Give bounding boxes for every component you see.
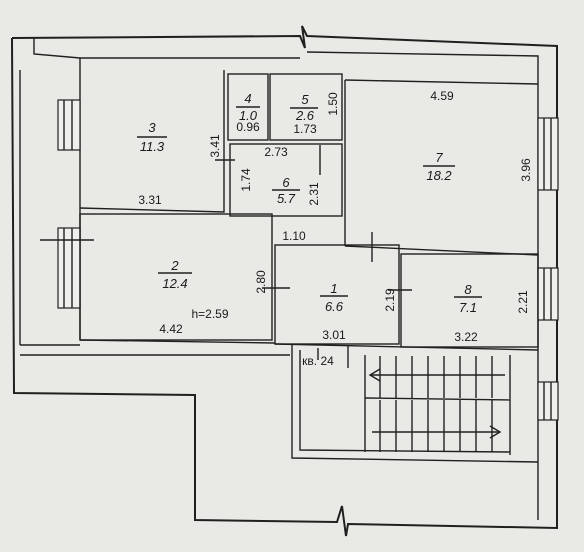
- dim-3-01: 3.01: [322, 328, 346, 342]
- dim-3-31: 3.31: [138, 193, 162, 207]
- room-1-area: 6.6: [325, 299, 344, 314]
- dim-3-41: 3.41: [208, 134, 222, 158]
- dim-2-21: 2.21: [516, 290, 530, 314]
- dim-4-42: 4.42: [159, 322, 183, 336]
- room-7-area: 18.2: [426, 168, 452, 183]
- interior-walls: [40, 70, 539, 463]
- ceiling-height: h=2.59: [191, 307, 228, 321]
- outer-walls: [11, 25, 558, 537]
- room-fraction-lines: [137, 106, 482, 298]
- room-1-number: 1: [330, 281, 337, 296]
- stair-arrow-up: [368, 368, 505, 382]
- room-7-number: 7: [435, 150, 443, 165]
- dim-1-74: 1.74: [239, 168, 253, 192]
- room-4-area: 1.0: [239, 108, 258, 123]
- dim-0-96: 0.96: [236, 120, 260, 134]
- dim-2-73: 2.73: [264, 145, 288, 159]
- dim-2-19: 2.19: [383, 288, 397, 312]
- dim-1-73: 1.73: [293, 122, 317, 136]
- room-2-area: 12.4: [162, 276, 187, 291]
- dim-1-50: 1.50: [326, 92, 340, 116]
- room-4-number: 4: [244, 91, 251, 106]
- windows: [57, 99, 559, 421]
- room-8-area: 7.1: [459, 300, 477, 315]
- dim-1-10: 1.10: [282, 229, 306, 243]
- room-8-number: 8: [464, 282, 472, 297]
- room-3-number: 3: [148, 120, 156, 135]
- dim-2-80: 2.80: [254, 270, 268, 294]
- dim-3-22: 3.22: [454, 330, 478, 344]
- stair-treads-upper: [379, 356, 493, 398]
- dim-4-59: 4.59: [430, 89, 454, 103]
- room-6-number: 6: [282, 175, 290, 190]
- stair-treads-lower: [379, 400, 493, 452]
- dim-2-31: 2.31: [307, 182, 321, 206]
- room-2-number: 2: [170, 258, 179, 273]
- room-6-area: 5.7: [277, 191, 296, 206]
- room-5-number: 5: [301, 92, 309, 107]
- dim-3-96: 3.96: [519, 158, 533, 182]
- apartment-label: кв. 24: [302, 354, 334, 368]
- room-5-area: 2.6: [295, 108, 315, 123]
- stair-arrow-down: [372, 425, 502, 439]
- room-3-area: 11.3: [140, 139, 165, 154]
